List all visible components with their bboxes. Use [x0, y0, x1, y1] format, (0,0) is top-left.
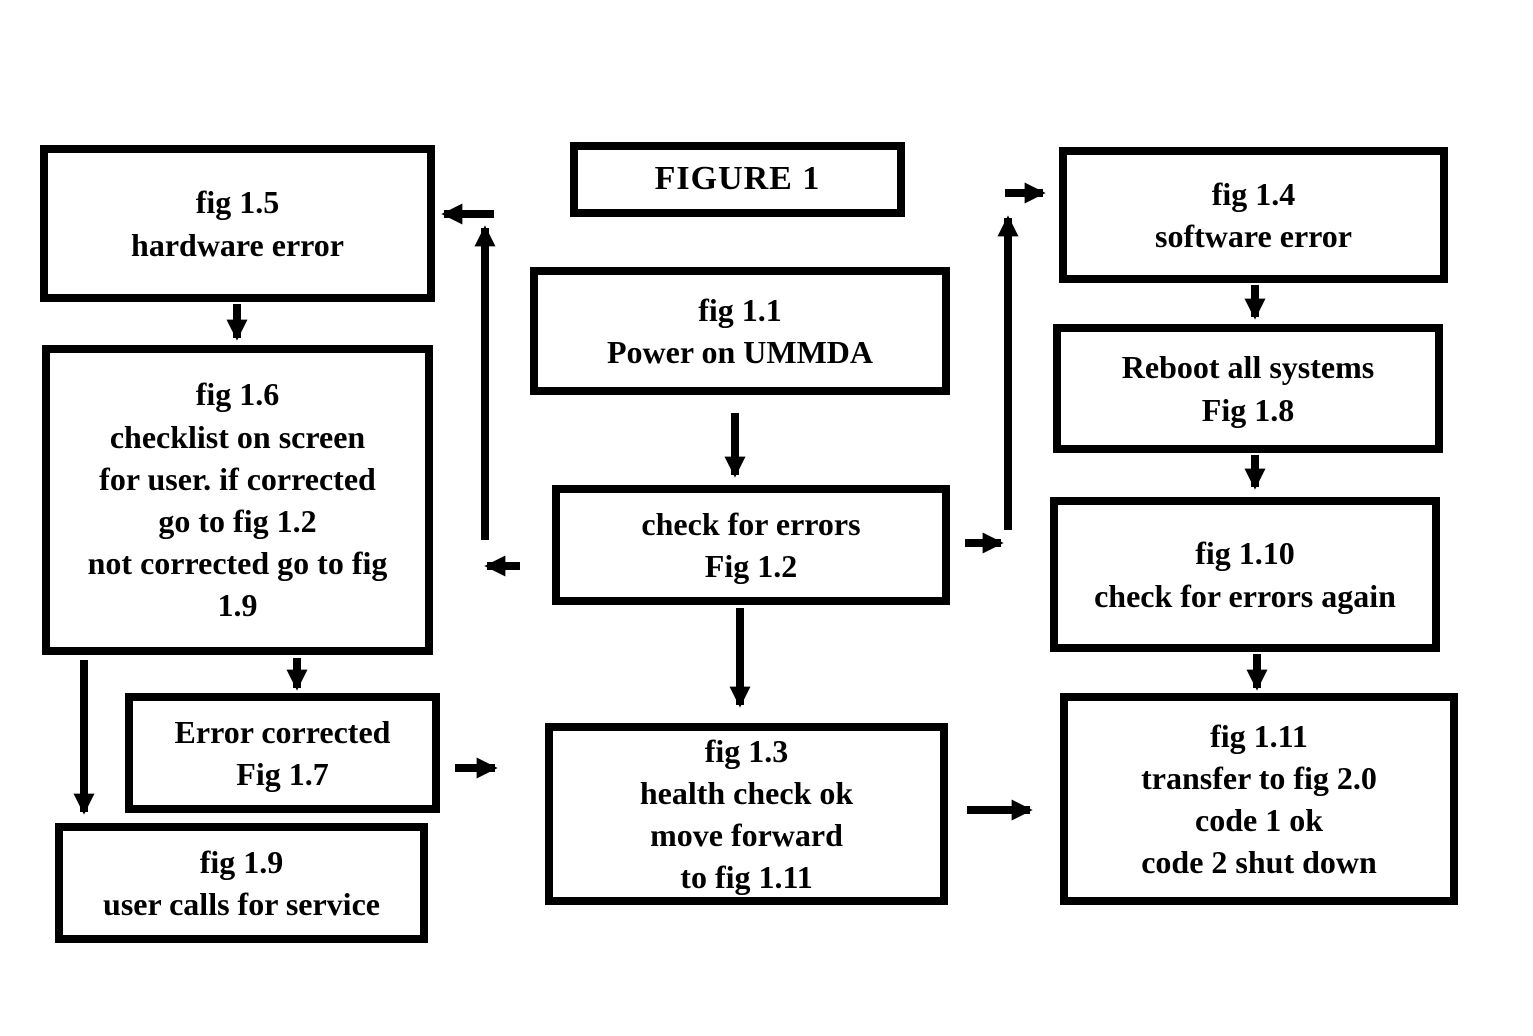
- node-fig-1-4-software-error: fig 1.4 software error: [1059, 147, 1448, 283]
- figure-title-box: FIGURE 1: [570, 142, 905, 217]
- figure-title: FIGURE 1: [654, 160, 821, 198]
- node-fig-1-10-check-errors-again: fig 1.10 check for errors again: [1050, 497, 1440, 652]
- node-fig-1-1-power-on: fig 1.1 Power on UMMDA: [530, 267, 950, 395]
- node-label: fig 1.9 user calls for service: [103, 843, 380, 922]
- node-label: fig 1.3 health check ok move forward to …: [639, 732, 854, 896]
- node-fig-1-11-transfer: fig 1.11 transfer to fig 2.0 code 1 ok c…: [1060, 693, 1458, 905]
- node-label: fig 1.6 checklist on screen for user. if…: [87, 376, 388, 624]
- node-label: fig 1.4 software error: [1155, 175, 1352, 254]
- node-fig-1-5-hardware-error: fig 1.5 hardware error: [40, 145, 435, 302]
- node-label: fig 1.5 hardware error: [131, 184, 344, 263]
- node-fig-1-2-check-for-errors: check for errors Fig 1.2: [552, 485, 950, 605]
- node-fig-1-7-error-corrected: Error corrected Fig 1.7: [125, 693, 440, 813]
- node-label: Reboot all systems Fig 1.8: [1121, 349, 1375, 428]
- node-fig-1-8-reboot-all-systems: Reboot all systems Fig 1.8: [1053, 324, 1443, 453]
- node-fig-1-3-health-check-ok: fig 1.3 health check ok move forward to …: [545, 723, 948, 905]
- node-label: check for errors Fig 1.2: [641, 505, 861, 584]
- node-fig-1-6-checklist: fig 1.6 checklist on screen for user. if…: [42, 345, 433, 655]
- node-label: fig 1.10 check for errors again: [1094, 535, 1396, 614]
- node-label: fig 1.11 transfer to fig 2.0 code 1 ok c…: [1141, 717, 1377, 881]
- node-label: fig 1.1 Power on UMMDA: [606, 291, 873, 370]
- node-label: Error corrected Fig 1.7: [174, 713, 391, 792]
- node-fig-1-9-user-calls-service: fig 1.9 user calls for service: [55, 823, 428, 943]
